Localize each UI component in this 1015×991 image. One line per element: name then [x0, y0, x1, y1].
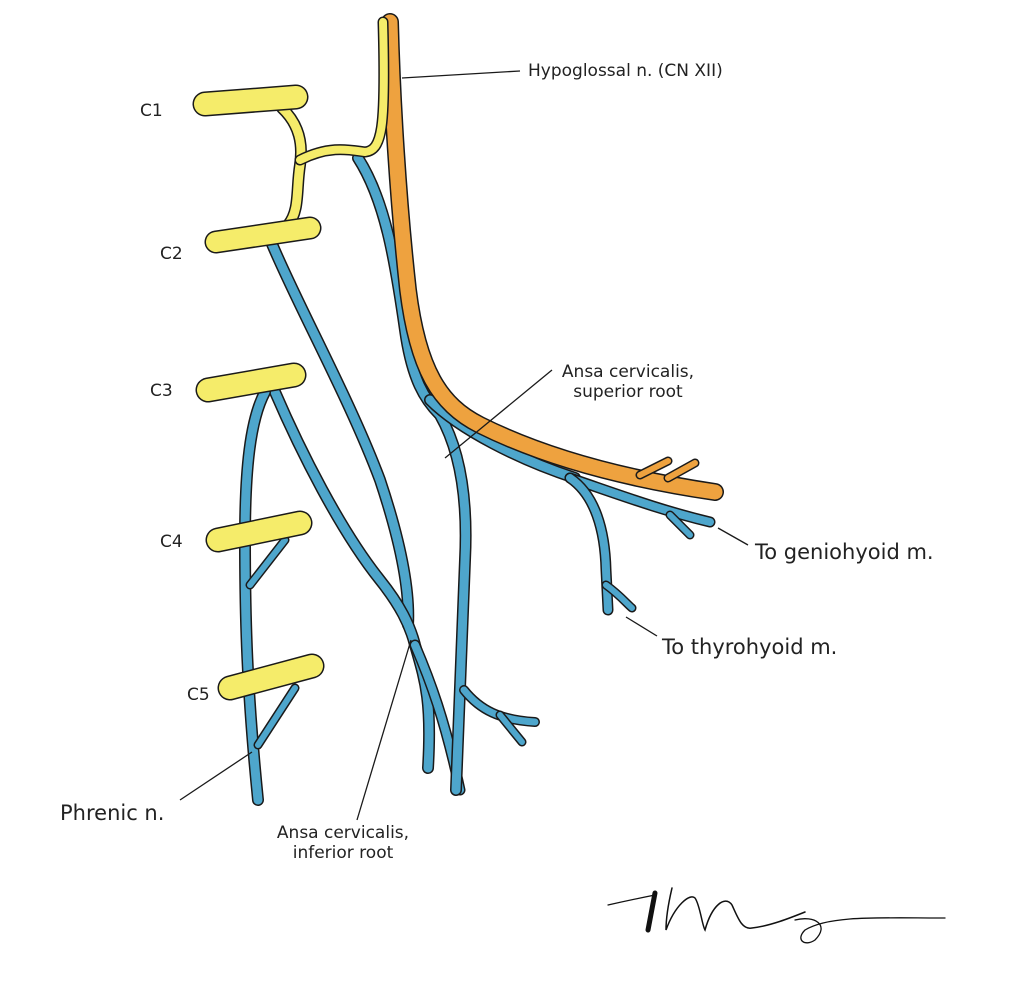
label-geniohyoid: To geniohyoid m.: [755, 540, 934, 564]
label-inferior-root-line2: inferior root: [292, 843, 394, 864]
label-c1: C1: [140, 101, 163, 121]
geniohyoid-branch: [564, 472, 716, 528]
c4-spinal-nerve: [205, 510, 313, 553]
signature: [607, 887, 946, 944]
label-superior-root: Ansa cervicalis, superior root: [553, 362, 703, 403]
phrenic-c4-root: [245, 535, 290, 590]
phrenic-c5-root: [253, 683, 300, 750]
label-phrenic: Phrenic n.: [60, 801, 165, 825]
leader-phrenic: [179, 751, 253, 801]
c1-hypoglossal-connection: [294, 16, 390, 166]
label-superior-root-line1: Ansa cervicalis,: [561, 362, 695, 382]
c3-spinal-nerve: [195, 362, 307, 403]
thyrohyoid-branch-2: [601, 580, 637, 613]
c1-c2-loop: [276, 102, 308, 231]
ansa-terminal-branch-2: [495, 710, 527, 747]
hypoglossal-branch-2: [663, 458, 700, 483]
c2-spinal-nerve: [204, 216, 322, 254]
ansa-superior-root: [352, 152, 472, 796]
label-thyrohyoid: To thyrohyoid m.: [662, 635, 838, 659]
c5-spinal-nerve: [217, 653, 325, 701]
ansa-along-hypoglossal: [424, 394, 581, 484]
ansa-c3-descending: [269, 386, 436, 774]
thyrohyoid-branch: [564, 472, 614, 616]
ansa-c2-descending: [266, 238, 415, 631]
leader-superior-root: [444, 369, 553, 459]
leader-thyrohyoid: [625, 616, 658, 637]
leader-inferior-root: [356, 639, 412, 821]
phrenic-nerve: [239, 386, 271, 806]
label-c5: C5: [187, 685, 210, 705]
ansa-terminal-branch: [459, 685, 540, 727]
leader-geniohyoid: [717, 527, 749, 546]
leader-lines: [179, 70, 749, 821]
label-c4: C4: [160, 532, 183, 552]
geniohyoid-branch-2: [665, 510, 695, 540]
label-inferior-root: Ansa cervicalis, inferior root: [268, 823, 418, 864]
hypoglossal-nerve: [381, 13, 724, 501]
label-superior-root-line2: superior root: [573, 382, 683, 403]
label-c3: C3: [150, 381, 173, 401]
c1-spinal-nerve: [192, 84, 309, 117]
label-hypoglossal: Hypoglossal n. (CN XII): [528, 61, 723, 81]
label-c2: C2: [160, 244, 183, 264]
label-inferior-root-line1: Ansa cervicalis,: [276, 823, 410, 843]
hypoglossal-branch-1: [635, 456, 673, 480]
leader-hypoglossal: [401, 70, 521, 79]
